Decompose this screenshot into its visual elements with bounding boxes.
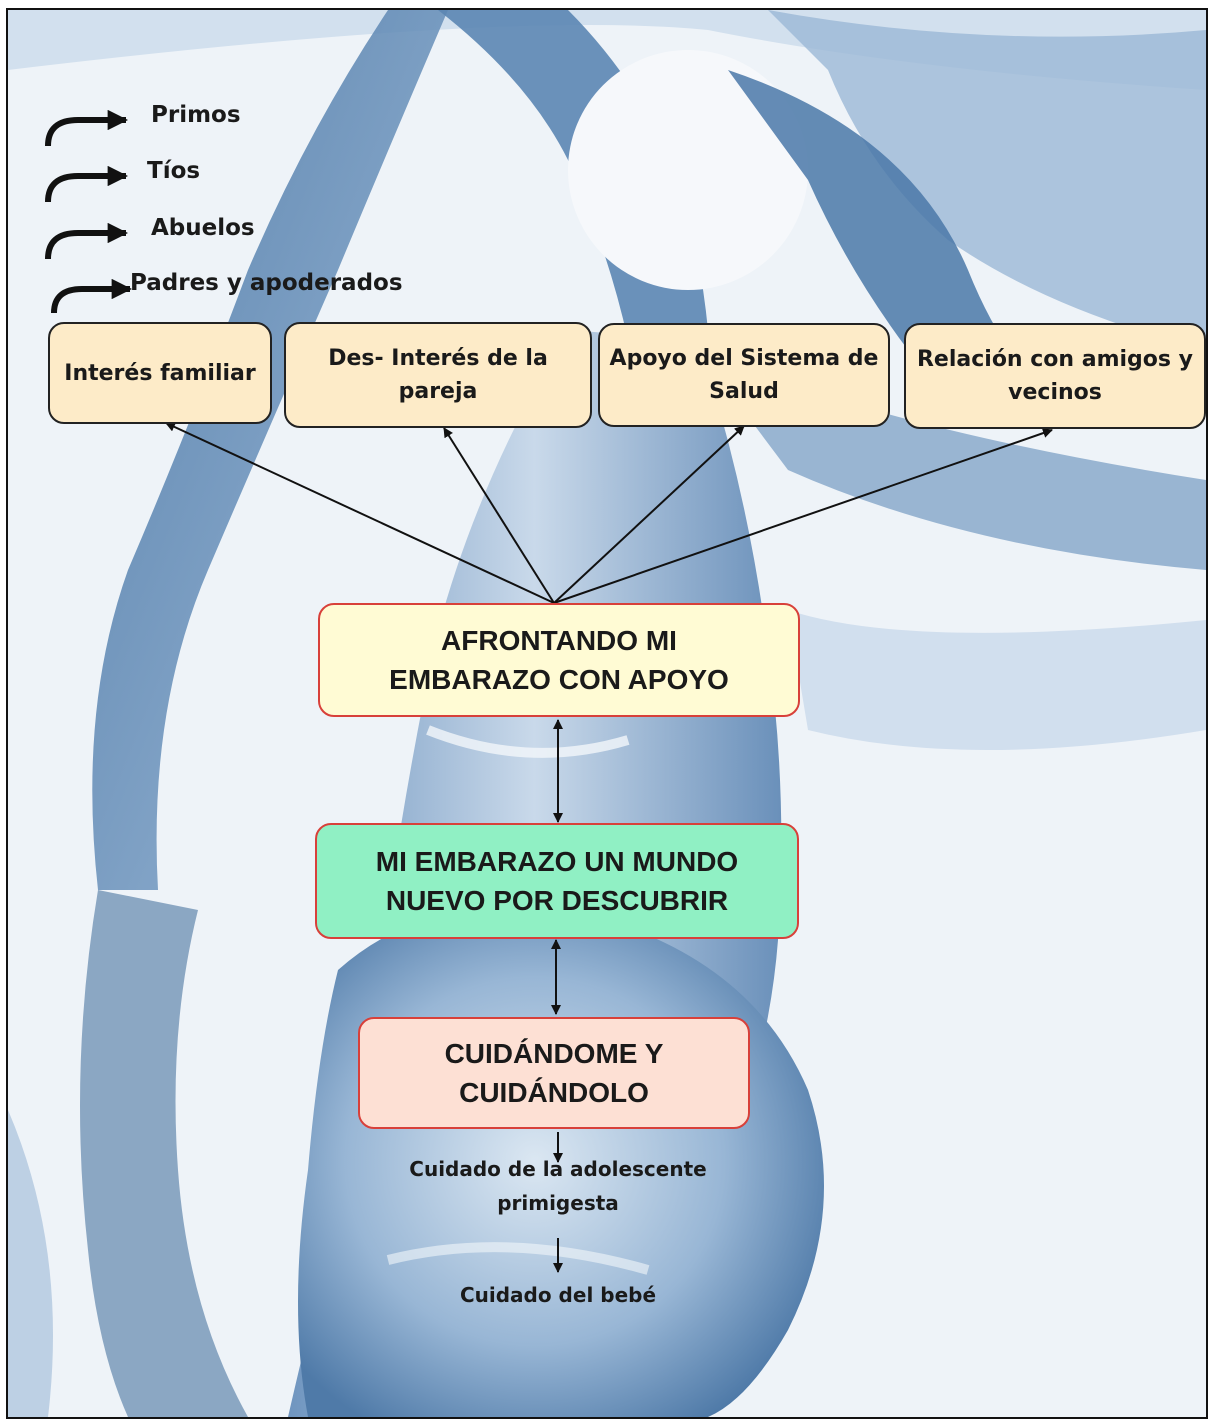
legend-item-tios: Tíos	[8, 158, 308, 194]
legend-label: Primos	[151, 102, 241, 128]
legend-item-primos: Primos	[8, 102, 308, 138]
support-box-des-interes-pareja: Des- Interés de la pareja	[284, 322, 592, 428]
legend-item-padres: Padres y apoderados	[8, 270, 428, 306]
box-cuidandome: CUIDÁNDOME Y CUIDÁNDOLO	[358, 1017, 750, 1129]
care-adolescente-text: Cuidado de la adolescente primigesta	[400, 1152, 716, 1220]
care-bebe-text: Cuidado del bebé	[408, 1278, 708, 1312]
box-afrontando-embarazo: AFRONTANDO MI EMBARAZO CON APOYO	[318, 603, 800, 717]
legend-label: Tíos	[147, 158, 200, 184]
support-box-relacion-amigos: Relación con amigos y vecinos	[904, 323, 1206, 429]
connector-to-apoyo-sistema-salud	[554, 426, 744, 603]
legend-label: Padres y apoderados	[130, 270, 403, 296]
support-box-interes-familiar: Interés familiar	[48, 322, 272, 424]
legend-item-abuelos: Abuelos	[8, 215, 308, 251]
legend-label: Abuelos	[151, 215, 255, 241]
connector-to-interes-familiar	[166, 423, 554, 603]
support-box-apoyo-sistema-salud: Apoyo del Sistema de Salud	[598, 323, 890, 427]
box-mundo-nuevo: MI EMBARAZO UN MUNDO NUEVO POR DESCUBRIR	[315, 823, 799, 939]
diagram-canvas: Primos Tíos Abuelos Padres y apoderados …	[6, 8, 1208, 1419]
connector-to-relacion-amigos	[554, 430, 1052, 603]
